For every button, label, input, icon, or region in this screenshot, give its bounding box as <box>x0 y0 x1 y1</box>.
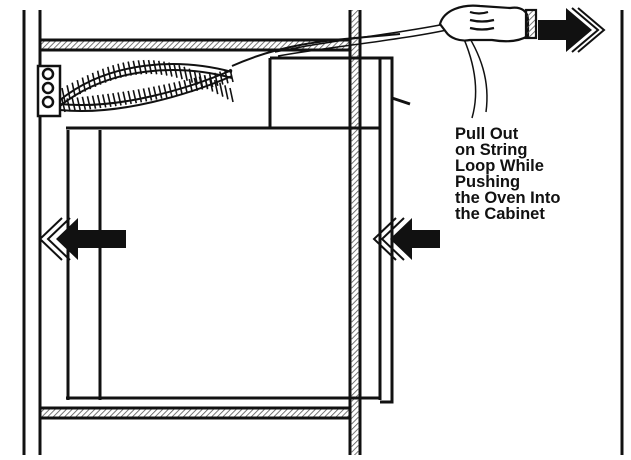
hand-pulling-string-icon <box>438 4 538 43</box>
junction-box <box>36 64 62 118</box>
coil-ridges <box>61 59 234 113</box>
cabinet-bottom-shelf <box>38 406 352 420</box>
caption-line: Pull Out <box>455 125 519 143</box>
arrow-right-icon <box>538 7 606 53</box>
arrow-left-icon <box>38 217 126 261</box>
cabinet-right-post-hatch <box>351 10 359 455</box>
caption-line: Loop While <box>455 157 544 175</box>
oven-body <box>66 56 411 404</box>
caption-line: on String <box>455 141 528 159</box>
caption-line: the Cabinet <box>455 205 545 223</box>
arrow-left-icon <box>372 217 440 261</box>
caption-line: Pushing <box>455 173 521 191</box>
caption-line: the Oven Into <box>455 189 561 207</box>
instruction-caption: Pull Out on String Loop While Pushing th… <box>455 125 625 223</box>
